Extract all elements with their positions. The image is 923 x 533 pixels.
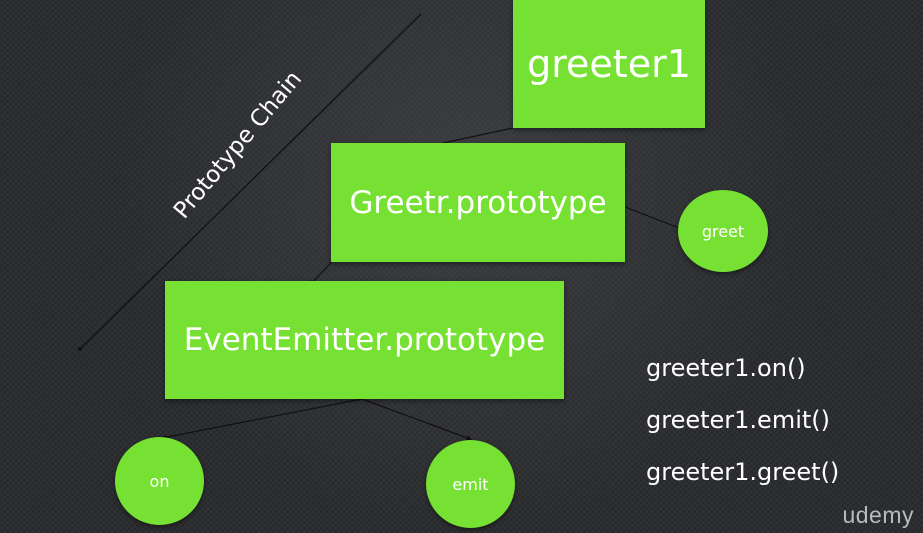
connector-eventemitter-on: [161, 398, 363, 439]
call-greet: greeter1.greet(): [646, 458, 840, 486]
connector-greeter1-greetr: [442, 127, 514, 144]
greeter1-label: greeter1: [527, 42, 691, 86]
call-emit: greeter1.emit(): [646, 406, 830, 434]
prototype-chain-line: [79, 13, 422, 350]
call-on: greeter1.on(): [646, 354, 806, 382]
eventemitter-prototype-box: EventEmitter.prototype: [165, 281, 564, 399]
method-calls-list: greeter1.on() greeter1.emit() greeter1.g…: [646, 342, 839, 498]
connector-greetr-greet: [624, 206, 680, 229]
on-method-label: on: [149, 471, 170, 491]
connector-eventemitter-emit-arrow: [466, 435, 472, 440]
greet-method-node: greet: [678, 190, 768, 272]
connector-eventemitter-emit: [361, 398, 471, 440]
eventemitter-prototype-label: EventEmitter.prototype: [183, 322, 546, 358]
emit-method-node: emit: [426, 440, 515, 528]
udemy-logo: udemy: [842, 502, 914, 528]
greetr-prototype-box: Greetr.prototype: [331, 143, 625, 262]
greetr-prototype-label: Greetr.prototype: [349, 184, 607, 221]
prototype-chain-endpoint: [78, 347, 82, 351]
on-method-node: on: [115, 437, 204, 525]
greet-method-label: greet: [701, 221, 745, 241]
greeter1-box: greeter1: [513, 0, 705, 128]
emit-method-label: emit: [452, 474, 489, 494]
